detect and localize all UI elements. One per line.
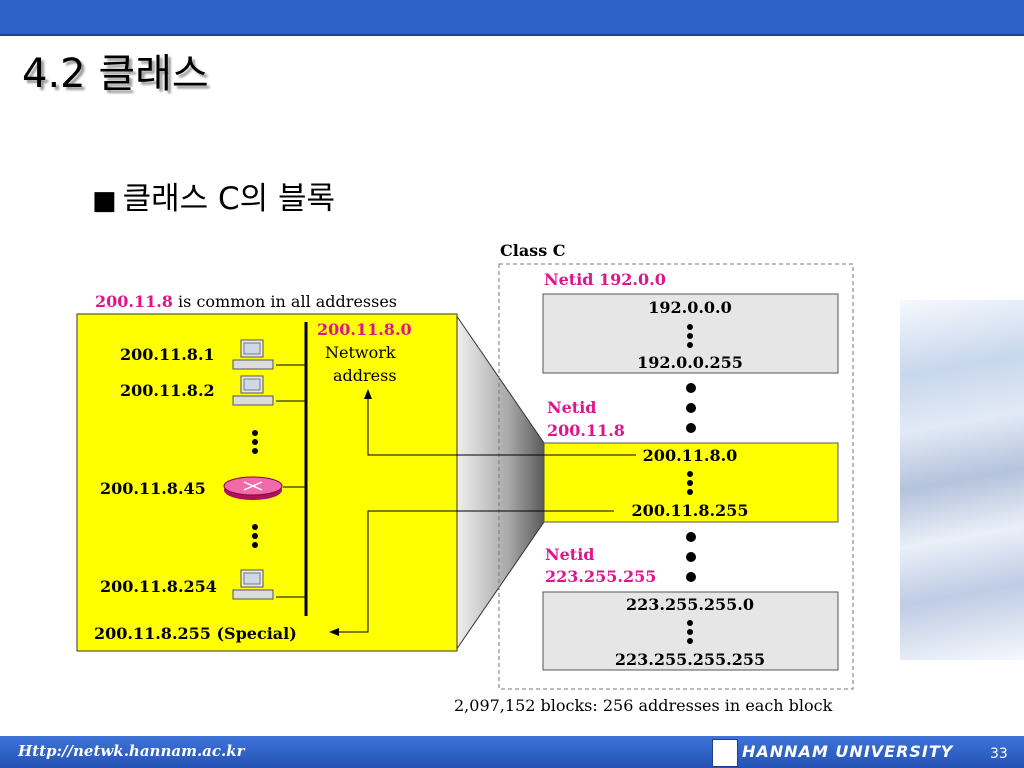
class-title: Class C — [500, 241, 566, 260]
block-last-address: 192.0.0.255 — [637, 353, 743, 372]
network-label: Network — [325, 343, 396, 362]
common-prefix-note: 200.11.8 is common in all addresses — [95, 292, 397, 311]
ellipsis-dots — [687, 620, 693, 644]
zoom-funnel — [455, 313, 545, 652]
bullet-square-icon: ■ — [92, 186, 117, 216]
network-address-arrow — [364, 389, 636, 456]
university-logo-icon — [712, 739, 738, 767]
decorative-background-image — [900, 300, 1024, 660]
block-last-address: 200.11.8.255 — [632, 501, 749, 520]
common-prefix: 200.11.8 — [95, 292, 173, 311]
ellipsis-dots — [687, 471, 693, 495]
page-number: 33 — [990, 746, 1008, 762]
block-last-address: 223.255.255.255 — [615, 650, 765, 669]
bullet-text: 클래스 C의 블록 — [122, 181, 336, 217]
netid-label: Netid — [547, 398, 596, 417]
network-address: 200.11.8.0 — [317, 320, 412, 339]
broadcast-address-arrow — [329, 510, 614, 636]
host-address: 200.11.8.45 — [100, 479, 206, 498]
footer-bar — [0, 736, 1024, 768]
top-bar — [0, 0, 1024, 36]
ellipsis-dots — [687, 324, 693, 348]
host-address: 200.11.8.2 — [120, 381, 215, 400]
block-first-address: 192.0.0.0 — [648, 298, 732, 317]
computer-icon — [232, 375, 274, 406]
netid-label: 223.255.255 — [545, 567, 656, 586]
ellipsis-dots — [686, 383, 696, 433]
netid-label: Netid 192.0.0 — [544, 270, 666, 289]
summary-text: 2,097,152 blocks: 256 addresses in each … — [454, 696, 833, 715]
footer-url: Http://netwk.hannam.ac.kr — [18, 742, 245, 760]
host-address: 200.11.8.254 — [100, 577, 217, 596]
common-suffix: is common in all addresses — [173, 292, 397, 311]
ellipsis-dots — [252, 524, 258, 548]
computer-icon — [232, 569, 274, 600]
university-name: HANNAM UNIVERSITY — [742, 742, 954, 761]
class-c-container — [498, 263, 854, 690]
network-label: address — [333, 366, 397, 385]
slide-title: 4.2 클래스 — [22, 51, 209, 97]
block-first-address: 200.11.8.0 — [643, 446, 738, 465]
router-icon — [223, 476, 283, 500]
computer-icon — [232, 339, 274, 370]
ellipsis-dots — [686, 532, 696, 582]
ellipsis-dots — [252, 430, 258, 454]
block-first-address: 223.255.255.0 — [626, 595, 754, 614]
netid-label: 200.11.8 — [547, 421, 625, 440]
special-address: 200.11.8.255 (Special) — [94, 624, 297, 643]
host-address: 200.11.8.1 — [120, 345, 215, 364]
bullet-item: ■클래스 C의 블록 — [92, 184, 335, 215]
netid-label: Netid — [545, 545, 594, 564]
